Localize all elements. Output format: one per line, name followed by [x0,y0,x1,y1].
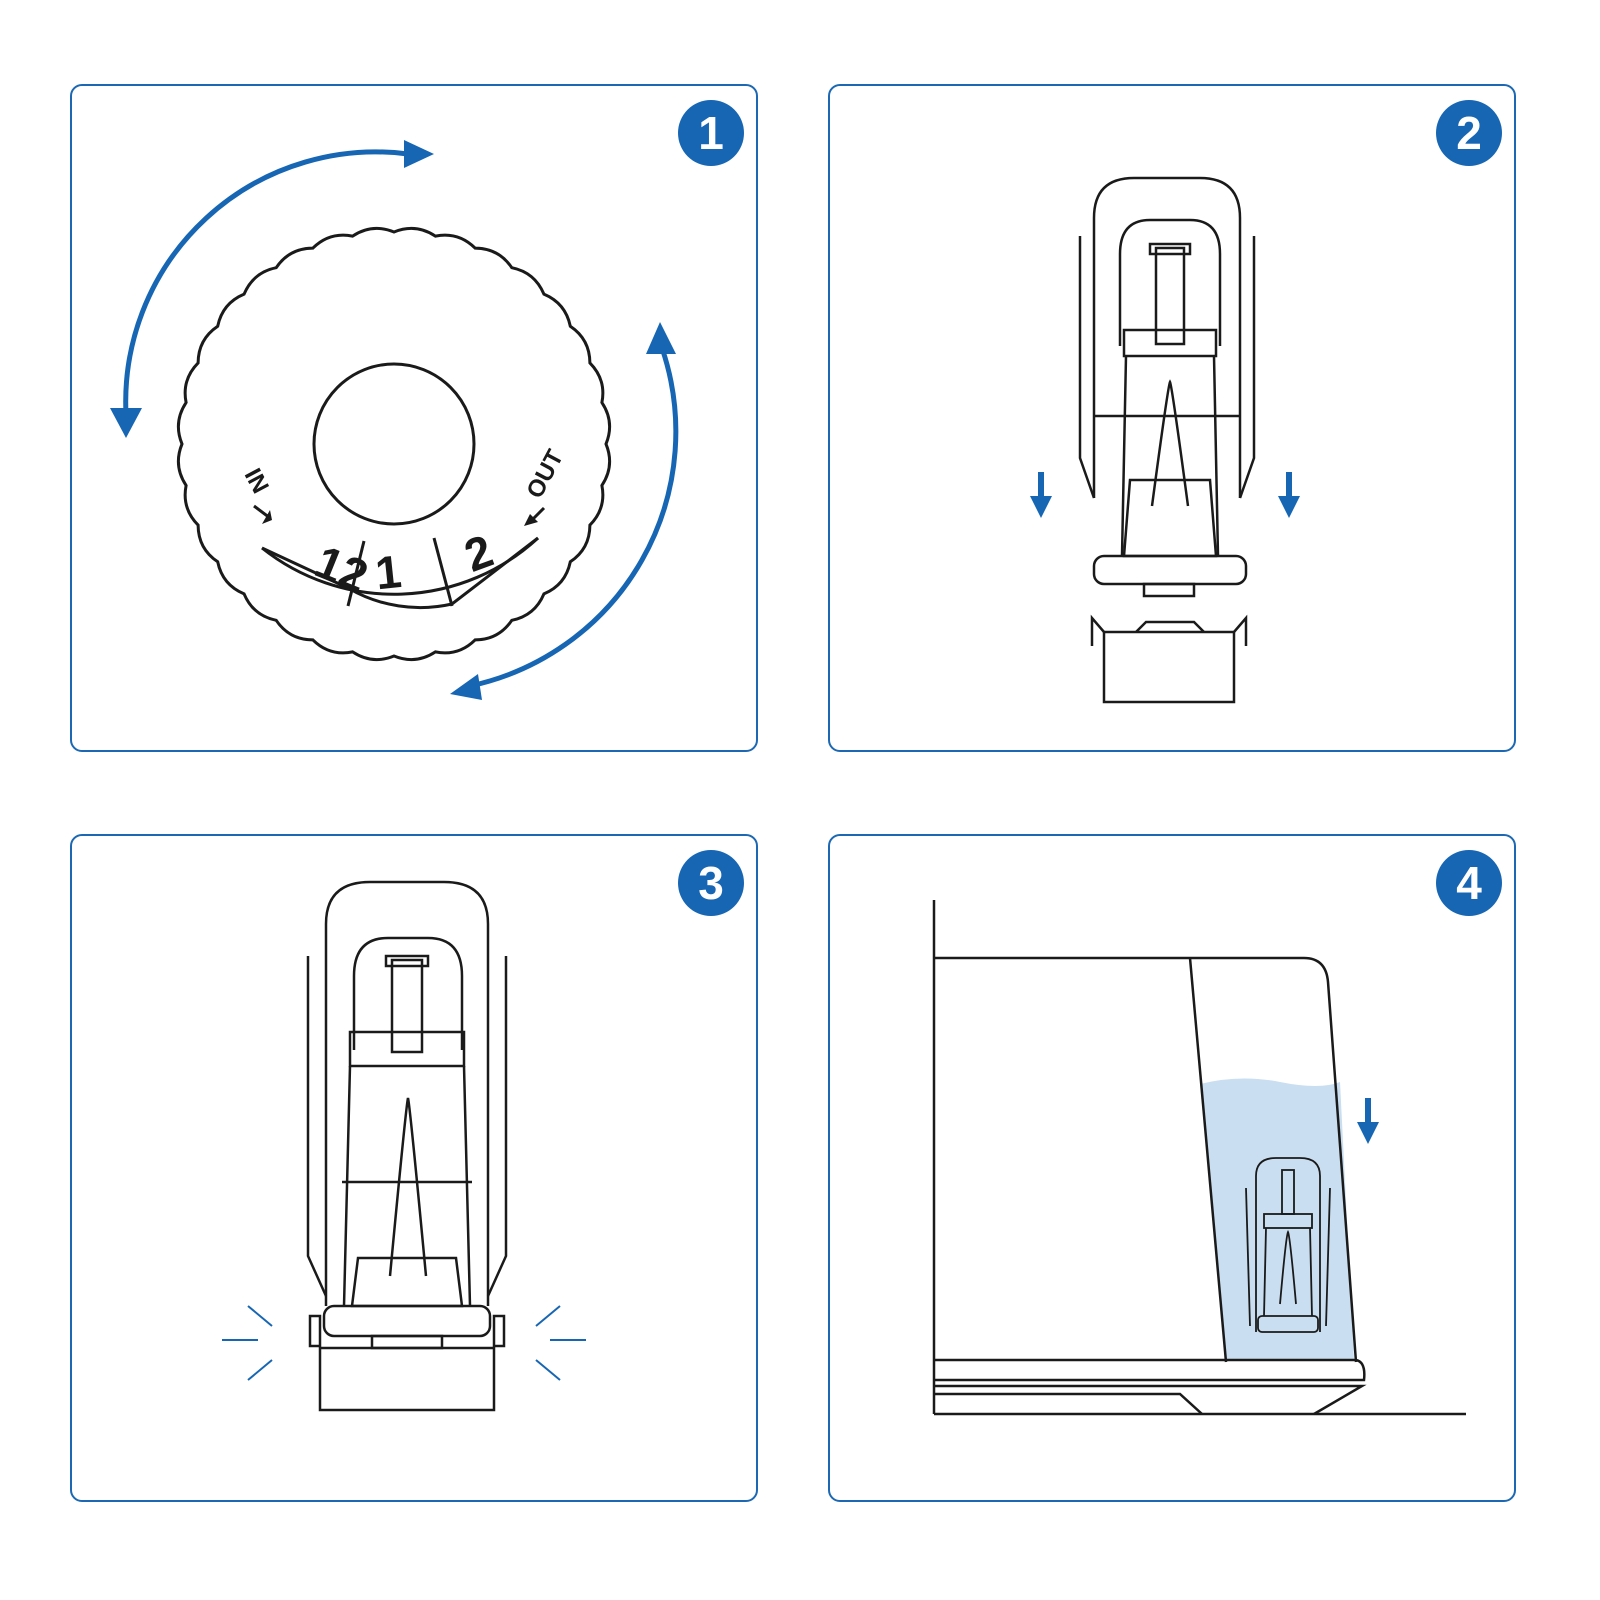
step-3-panel: 3 [70,834,758,1502]
arrowhead [404,140,434,168]
filter-cartridge [1078,176,1256,704]
filter-cartridge-small [1245,1157,1331,1333]
down-arrow-icon [1030,472,1052,518]
rotate-cw-arrow-icon [469,347,679,689]
rotate-ccw-arrow-icon [123,149,409,415]
step-badge: 3 [678,850,744,916]
pitcher-outline [932,900,1466,1416]
arrowhead [110,408,142,438]
segment-divider [432,537,454,607]
segment-label-1: 1 [373,545,404,599]
in-label: IN [239,464,274,498]
dial-segment-outer [261,536,540,596]
gear-dial-outline [176,226,612,662]
segment-label-2: 2 [458,524,500,582]
step-badge: 1 [678,100,744,166]
click-burst-icon [222,1305,586,1381]
pitcher-illustration [932,900,1466,1416]
out-label: OUT [521,445,569,503]
segment-divider [346,540,366,607]
step-4-panel: 4 [828,834,1516,1502]
step-1-panel: 1 12 1 2 IN OUT [70,84,758,752]
arrowhead [646,322,676,354]
down-arrow-icon [1357,1098,1379,1144]
filter-insert-illustration [1030,176,1300,704]
water-fill [1200,1078,1354,1360]
step-2-panel: 2 [828,84,1516,752]
step-badge: 4 [1436,850,1502,916]
dial-illustration: 12 1 2 IN OUT [110,140,679,700]
dial-center-circle [312,362,476,526]
out-arrow-head [524,514,538,526]
filter-click-illustration [222,880,586,1412]
in-arrow-head [262,510,272,524]
filter-cartridge [306,880,508,1412]
down-arrow-icon [1278,472,1300,518]
step-badge: 2 [1436,100,1502,166]
arrowhead [450,674,482,700]
